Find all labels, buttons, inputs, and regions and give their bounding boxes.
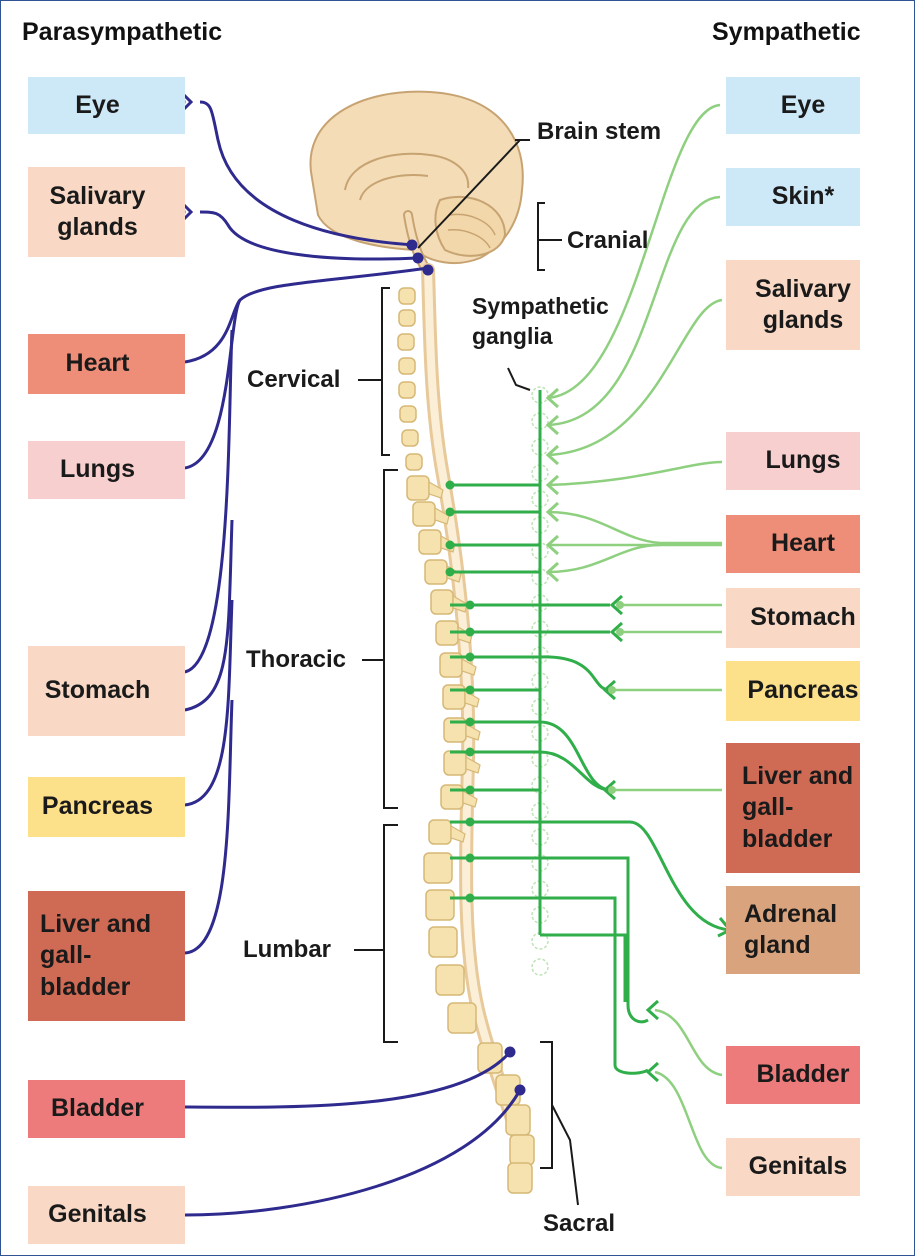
vertebra xyxy=(506,1105,530,1135)
preganglionic-neuron-dot xyxy=(466,748,475,757)
postganglionic-fiber xyxy=(655,1010,722,1075)
preganglionic-branch xyxy=(540,657,610,690)
preganglionic-branch xyxy=(540,898,648,1073)
preganglionic-neuron-dot xyxy=(446,541,455,550)
vertebra xyxy=(399,288,415,304)
preganglionic-neuron-dot xyxy=(506,1048,514,1056)
postganglionic-neuron-dot xyxy=(616,628,624,636)
preganglionic-neuron-dot xyxy=(466,601,475,610)
symp-target-liver-gallbladder: Liver and gall-bladder xyxy=(726,743,860,873)
preganglionic-neuron-dot xyxy=(446,568,455,577)
vertebra xyxy=(399,358,415,374)
vertebra xyxy=(413,502,435,526)
label-sympathetic-ganglia: Sympathetic ganglia xyxy=(472,292,637,352)
para-nerve-heart xyxy=(185,268,428,362)
preganglionic-neuron-dot xyxy=(414,254,422,262)
para-nerve-stomach-1 xyxy=(185,330,232,672)
vertebra xyxy=(399,382,415,398)
vertebra xyxy=(436,965,464,995)
symp-target-stomach: Stomach xyxy=(726,588,860,648)
vertebra xyxy=(407,476,429,500)
label-cranial: Cranial xyxy=(567,227,648,255)
postganglionic-neuron-dot xyxy=(616,601,624,609)
vertebra xyxy=(444,751,466,775)
para-nerve-bladder xyxy=(185,1052,510,1107)
label-brain-stem: Brain stem xyxy=(537,118,661,146)
vertebra xyxy=(402,430,418,446)
symp-target-skin: Skin* xyxy=(726,168,860,226)
para-target-bladder: Bladder xyxy=(28,1080,185,1138)
para-target-lungs: Lungs xyxy=(28,441,185,499)
preganglionic-neuron-dot xyxy=(516,1086,524,1094)
vertebra xyxy=(399,310,415,326)
para-target-salivary-glands: Salivary glands xyxy=(28,167,185,257)
symp-target-heart: Heart xyxy=(726,515,860,573)
para-nerve-pancreas xyxy=(185,600,232,805)
preganglionic-neuron-dot xyxy=(466,628,475,637)
preganglionic-neuron-dot xyxy=(466,653,475,662)
postganglionic-fiber xyxy=(548,512,722,543)
preganglionic-neuron-dot xyxy=(446,508,455,517)
sympathetic-pathways xyxy=(446,96,739,1177)
para-target-genitals: Genitals xyxy=(28,1186,185,1244)
preganglionic-neuron-dot xyxy=(466,818,475,827)
symp-target-eye: Eye xyxy=(726,77,860,134)
vertebra xyxy=(448,1003,476,1033)
vertebra xyxy=(508,1163,532,1193)
symp-target-genitals: Genitals xyxy=(726,1138,860,1196)
symp-target-salivary-glands: Salivary glands xyxy=(726,260,860,350)
postganglionic-fiber xyxy=(655,1072,722,1168)
vertebra xyxy=(424,853,452,883)
postganglionic-neuron-dot xyxy=(608,786,616,794)
label-lumbar: Lumbar xyxy=(243,936,331,964)
label-cervical: Cervical xyxy=(247,366,340,394)
preganglionic-neuron-dot xyxy=(446,481,455,490)
preganglionic-neuron-dot xyxy=(424,266,432,274)
para-target-pancreas: Pancreas xyxy=(28,777,185,837)
preganglionic-neuron-dot xyxy=(466,786,475,795)
symp-target-bladder: Bladder xyxy=(726,1046,860,1104)
preganglionic-branch xyxy=(540,722,610,790)
postganglionic-fiber xyxy=(548,545,660,572)
preganglionic-branch xyxy=(540,935,625,1002)
preganglionic-branch xyxy=(540,858,648,1022)
preganglionic-neuron-dot xyxy=(466,894,475,903)
preganglionic-neuron-dot xyxy=(408,241,416,249)
vertebra xyxy=(510,1135,534,1165)
symp-target-pancreas: Pancreas xyxy=(726,661,860,721)
sympathetic-ganglion xyxy=(532,959,548,975)
vertebra xyxy=(400,406,416,422)
postganglionic-neuron-dot xyxy=(608,686,616,694)
vertebra xyxy=(419,530,441,554)
sympathetic-header: Sympathetic xyxy=(712,18,861,47)
vertebra xyxy=(406,454,422,470)
para-target-eye: Eye xyxy=(28,77,185,134)
vertebra xyxy=(398,334,414,350)
vertebra xyxy=(425,560,447,584)
vertebra xyxy=(429,820,451,844)
symp-target-lungs: Lungs xyxy=(726,432,860,490)
vertebra xyxy=(431,590,453,614)
parasympathetic-header: Parasympathetic xyxy=(22,18,222,47)
preganglionic-neuron-dot xyxy=(466,854,475,863)
vertebra xyxy=(426,890,454,920)
preganglionic-branch xyxy=(540,822,730,930)
preganglionic-neuron-dot xyxy=(466,686,475,695)
vertebra xyxy=(429,927,457,957)
para-target-stomach: Stomach xyxy=(28,646,185,736)
para-target-heart: Heart xyxy=(28,334,185,394)
para-target-liver-gallbladder: Liver and gall-bladder xyxy=(28,891,185,1021)
preganglionic-neuron-dot xyxy=(466,718,475,727)
postganglionic-fiber xyxy=(548,462,722,485)
symp-target-adrenal-gland: Adrenal gland xyxy=(726,886,860,974)
label-sacral: Sacral xyxy=(543,1210,615,1238)
label-thoracic: Thoracic xyxy=(246,646,346,674)
para-nerve-stomach-2 xyxy=(185,520,232,710)
